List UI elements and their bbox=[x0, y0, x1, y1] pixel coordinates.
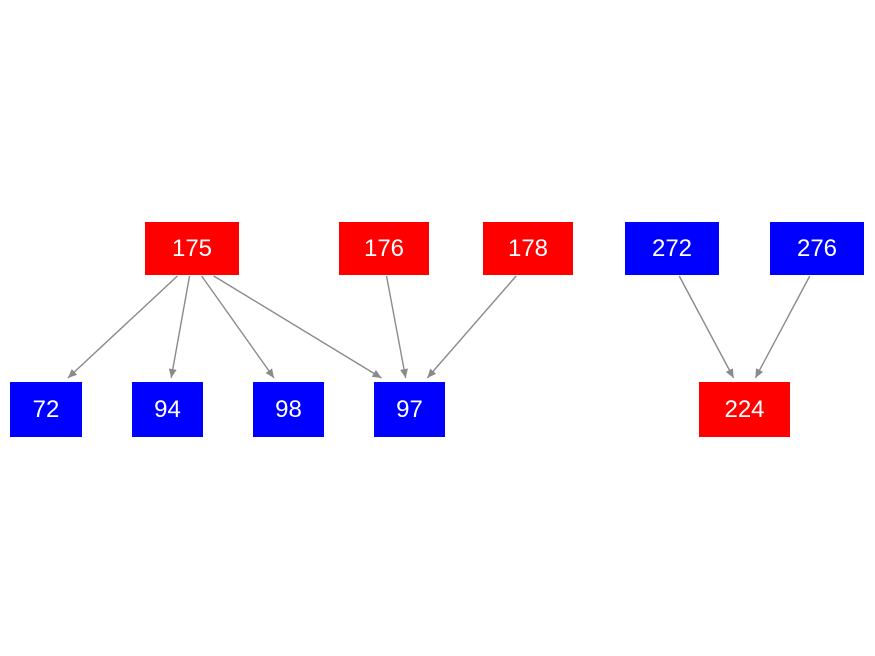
edge-175-98 bbox=[201, 275, 275, 379]
node-178: 178 bbox=[483, 222, 573, 275]
node-98: 98 bbox=[253, 382, 324, 437]
node-97: 97 bbox=[374, 382, 445, 437]
node-272: 272 bbox=[625, 222, 719, 275]
node-175: 175 bbox=[145, 222, 239, 275]
edge-175-94 bbox=[168, 275, 191, 379]
edge-group bbox=[67, 275, 811, 379]
node-94: 94 bbox=[132, 382, 203, 437]
node-176: 176 bbox=[339, 222, 429, 275]
edge-272-224 bbox=[678, 275, 735, 379]
edge-175-72 bbox=[67, 275, 178, 379]
edge-276-224 bbox=[754, 275, 811, 379]
edge-176-97 bbox=[385, 275, 408, 379]
edge-178-97 bbox=[426, 275, 517, 379]
node-224: 224 bbox=[699, 382, 790, 437]
node-276: 276 bbox=[770, 222, 864, 275]
node-72: 72 bbox=[10, 382, 82, 437]
edge-175-97 bbox=[213, 275, 382, 379]
